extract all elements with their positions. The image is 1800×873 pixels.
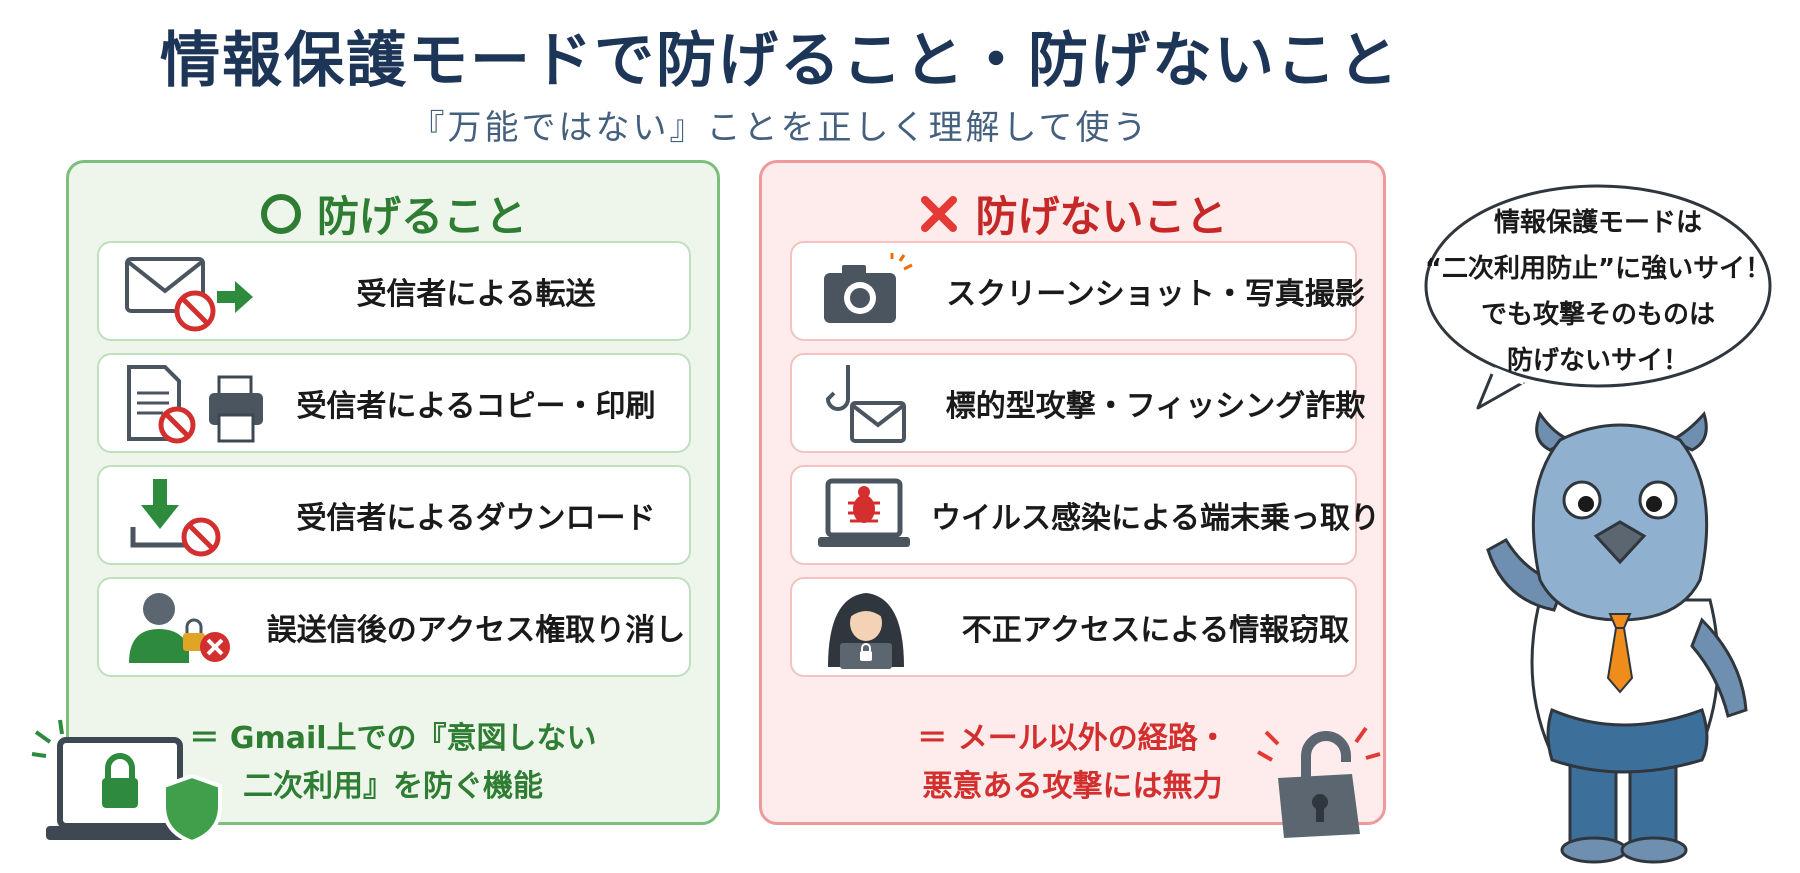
not-preventable-item: スクリーンショット・写真撮影 (790, 241, 1365, 341)
speech-line: 防げないサイ！ (1506, 346, 1689, 376)
not-preventable-item: 標的型攻撃・フィッシング詐欺 (790, 353, 1366, 453)
speech-bubble-text: 情報保護モードは “二次利用防止”に強いサイ！ でも攻撃そのものは 防げないサイ… (1418, 200, 1778, 384)
phishing-hook-mail-icon (825, 365, 906, 443)
not-preventable-item-label: スクリーンショット・写真撮影 (946, 277, 1365, 312)
hooded-hacker-icon (828, 593, 904, 669)
rhino-mascot (1486, 410, 1748, 864)
preventable-summary: ＝ Gmail上での『意図しない 二次利用』を防ぐ機能 (69, 715, 717, 811)
not-preventable-heading: 防げないこと (762, 183, 1383, 244)
speech-bubble (1424, 184, 1772, 410)
circle-mark-icon (260, 193, 301, 234)
mail-forward-blocked-icon (125, 257, 253, 332)
speech-line: “二次利用防止”に強いサイ！ (1424, 254, 1772, 284)
broken-padlock-icon (1257, 726, 1381, 838)
camera-icon (824, 253, 913, 323)
document-printer-blocked-icon (127, 365, 263, 444)
not-preventable-item-label: 不正アクセスによる情報窃取 (961, 613, 1350, 648)
not-preventable-summary-line1: ＝ メール以外の経路・ (917, 721, 1228, 756)
download-blocked-icon (130, 479, 221, 557)
speech-line: 情報保護モードは (1493, 208, 1702, 238)
preventable-summary-line1: ＝ Gmail上での『意図しない (189, 721, 597, 756)
laptop-lock-shield-icon (31, 719, 222, 845)
page-subtitle: 『万能ではない』ことを正しく理解して使う (410, 108, 1150, 148)
preventable-panel: 防げること 受信者による転送 受信者によるコピー・印刷 (66, 160, 720, 825)
laptop-virus-icon (818, 478, 910, 547)
preventable-summary-line2: 二次利用』を防ぐ機能 (243, 769, 543, 804)
speech-line: でも攻撃そのものは (1480, 300, 1715, 330)
preventable-item-label: 受信者によるダウンロード (296, 501, 656, 536)
not-preventable-summary: ＝ メール以外の経路・ 悪意ある攻撃には無力 (762, 715, 1383, 811)
preventable-item: 受信者によるコピー・印刷 (97, 353, 691, 453)
not-preventable-panel: 防げないこと スクリーンショット・写真撮影 標的型攻撃・フィッシング詐欺 (759, 160, 1386, 825)
user-access-revoke-icon (129, 593, 230, 663)
not-preventable-summary-line2: 悪意ある攻撃には無力 (922, 769, 1223, 804)
cross-mark-icon (921, 195, 958, 232)
preventable-heading-label: 防げること (316, 192, 527, 241)
preventable-item: 受信者によるダウンロード (97, 465, 691, 565)
page-title: 情報保護モードで防げること・防げないこと (160, 26, 1400, 96)
preventable-item: 受信者による転送 (97, 241, 691, 341)
not-preventable-item: ウイルス感染による端末乗っ取り (790, 465, 1381, 565)
preventable-item-label: 誤送信後のアクセス権取り消し (266, 613, 686, 648)
preventable-heading: 防げること (69, 183, 717, 244)
not-preventable-item: 不正アクセスによる情報窃取 (790, 577, 1357, 677)
preventable-item-label: 受信者によるコピー・印刷 (296, 389, 656, 424)
preventable-item: 誤送信後のアクセス権取り消し (97, 577, 691, 677)
not-preventable-item-label: ウイルス感染による端末乗っ取り (930, 501, 1381, 536)
not-preventable-heading-label: 防げないこと (975, 192, 1228, 241)
preventable-item-label: 受信者による転送 (356, 277, 596, 312)
not-preventable-item-label: 標的型攻撃・フィッシング詐欺 (945, 389, 1366, 424)
